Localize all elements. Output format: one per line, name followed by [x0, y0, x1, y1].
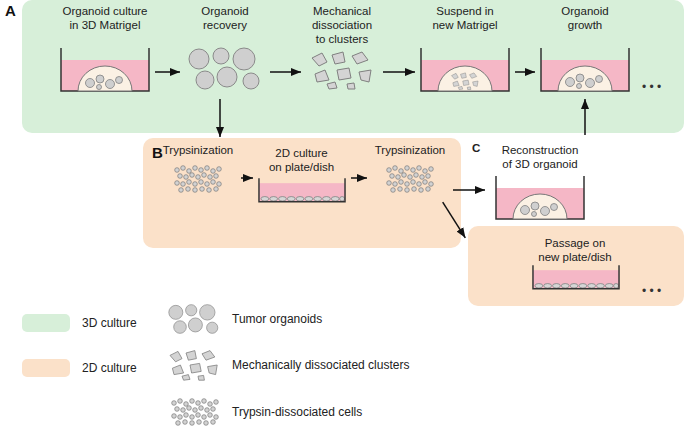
- well-icon: [421, 48, 509, 91]
- step-text: Passage on new plate/dish: [535, 236, 615, 264]
- legend-swatch: [22, 314, 70, 332]
- well-icon: [541, 48, 629, 91]
- flow-arrow: [584, 99, 586, 135]
- legend-text: Mechanically dissociated clusters: [232, 357, 409, 373]
- culture-band: Passage on new plate/dish: [468, 226, 684, 306]
- step-node: Organoid growth: [540, 4, 630, 94]
- step-node: Trypsinization: [160, 142, 236, 198]
- legend-text: 2D culture: [82, 360, 137, 376]
- well-icon: [496, 176, 584, 219]
- flow-arrow: [270, 71, 301, 73]
- step-node: Organoid recovery: [185, 4, 265, 94]
- legend-text: 3D culture: [82, 315, 137, 331]
- legend-text: Trypsin-dissociated cells: [232, 404, 362, 420]
- step-node: Trypsinization: [372, 142, 448, 198]
- legend-text: Tumor organoids: [232, 311, 322, 327]
- panel-letter: C: [472, 141, 480, 155]
- organoid-icon: [189, 48, 259, 89]
- culture-band: BTrypsinization2D culture on plate/dishT…: [143, 138, 461, 248]
- step-node: Reconstruction of 3D organoid: [490, 140, 590, 222]
- step-text: Organoid culture in 3D Matrigel: [62, 4, 148, 32]
- flow-arrow: [515, 71, 535, 73]
- step-text: Trypsinization: [372, 143, 448, 157]
- flow-arrow: [241, 177, 253, 179]
- legend-icon: [170, 351, 217, 381]
- organoid-icon: [521, 202, 558, 217]
- dish-icon: [533, 265, 619, 288]
- cluster-icon: [312, 52, 371, 89]
- legend-icon: [172, 399, 219, 426]
- step-text: Suspend in new Matrigel: [429, 4, 501, 32]
- step-node: Organoid culture in 3D Matrigel: [60, 4, 150, 94]
- step-text: Reconstruction of 3D organoid: [497, 143, 583, 171]
- step-node: 2D culture on plate/dish: [258, 146, 346, 204]
- cluster-icon: [452, 73, 479, 90]
- culture-band: AOrganoid culture in 3D MatrigelOrganoid…: [22, 0, 684, 133]
- organoid-icon: [86, 75, 123, 90]
- organoid-icon: [566, 74, 603, 89]
- step-text: Organoid growth: [555, 4, 615, 32]
- step-text: Mechanical dissociation to clusters: [308, 4, 376, 46]
- flow-arrow: [383, 71, 415, 73]
- flow-arrow: [155, 71, 180, 73]
- legend-icon: [169, 305, 218, 334]
- well-icon: [61, 48, 149, 91]
- step-text: Organoid recovery: [195, 4, 255, 32]
- flow-arrow: [453, 189, 485, 191]
- flow-arrow: [219, 99, 221, 137]
- cells-icon: [387, 166, 434, 193]
- cells-icon: [175, 166, 222, 193]
- dish-icon: [259, 178, 345, 201]
- flow-arrow: [351, 177, 367, 179]
- legend-swatch: [22, 359, 70, 377]
- step-text: 2D culture on plate/dish: [268, 146, 335, 174]
- step-node: Mechanical dissociation to clusters: [306, 4, 378, 94]
- flow-arrow: [443, 202, 466, 238]
- panel-letter: A: [5, 2, 21, 20]
- step-text: Trypsinization: [160, 143, 236, 157]
- step-node: Suspend in new Matrigel: [420, 4, 510, 94]
